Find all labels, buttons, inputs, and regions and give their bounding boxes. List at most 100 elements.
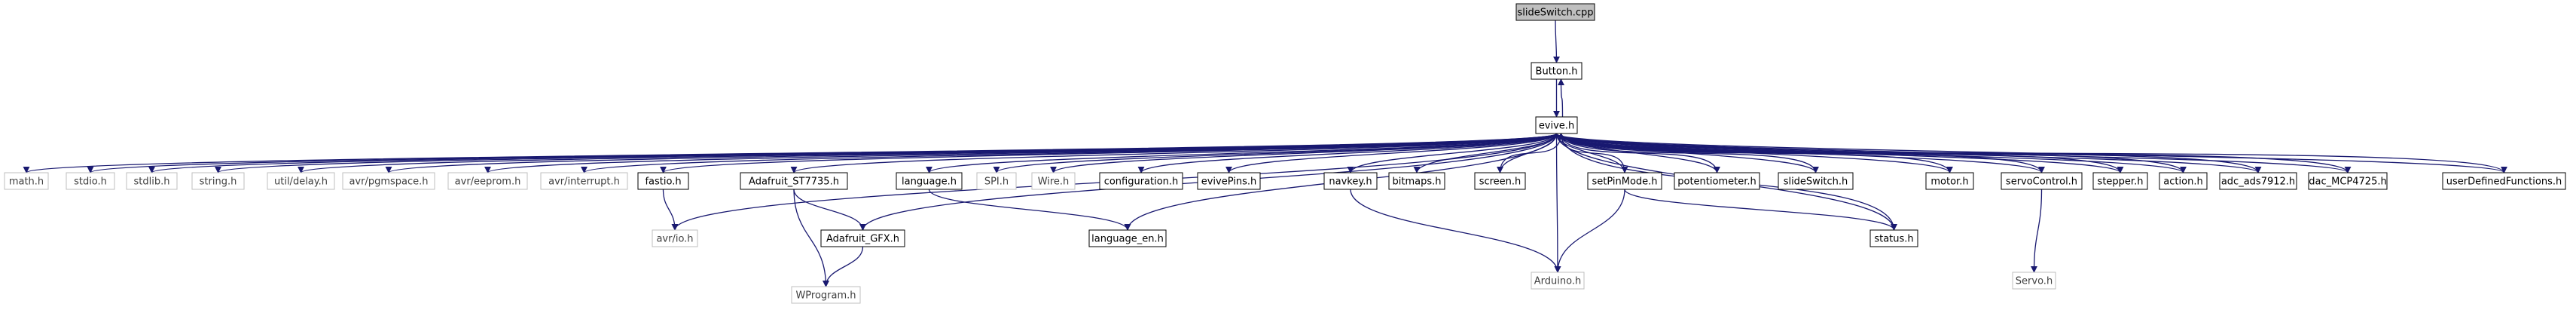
node-math-h: math.h (4, 172, 49, 190)
node-label: string.h (200, 176, 237, 188)
node-label: stdio.h (74, 176, 107, 188)
node-navkey-h[interactable]: navkey.h (1323, 172, 1378, 190)
node-status-h[interactable]: status.h (1869, 229, 1918, 247)
edge-potentiometer_h-to-eviive_h (1558, 133, 1718, 173)
node-box (126, 172, 178, 190)
node-label: Adafruit_ST7735.h (749, 176, 839, 188)
edge-eviive_h-to-Button_h (1558, 78, 1565, 118)
node-box (342, 172, 435, 190)
edge-eviive_h-to-fastio_h (660, 133, 1558, 173)
node-box (1088, 229, 1167, 247)
node-label: fastio.h (645, 176, 681, 188)
node-action-h[interactable]: action.h (2159, 172, 2208, 190)
node-label: action.h (2163, 176, 2202, 188)
node-label: util/delay.h (274, 176, 328, 188)
node-box (191, 172, 245, 190)
node-label: navkey.h (1329, 176, 1372, 188)
node-box (447, 172, 528, 190)
node-box (1778, 172, 1854, 190)
node-Adafruit-GFX-h[interactable]: Adafruit_GFX.h (820, 229, 905, 247)
node-box (2001, 172, 2083, 190)
node-dac-MCP4725-h[interactable]: dac_MCP4725.h (2308, 172, 2388, 190)
node-box (2092, 172, 2148, 190)
node-Wire-h: Wire.h (1031, 172, 1076, 190)
node-label: Servo.h (2016, 276, 2053, 287)
edge-eviive_h-to-avr_pgmspace_h (385, 133, 1558, 173)
node-label: adc_ads7912.h (2221, 176, 2295, 188)
node-box (1197, 172, 1261, 190)
node-label: Adafruit_GFX.h (826, 234, 899, 245)
node-box (1474, 172, 1526, 190)
edge-servoControl_h-to-Servo_h (2031, 189, 2043, 273)
edge-userDefinedFunctions_h-to-eviive_h (1558, 133, 2505, 173)
edge-eviive_h-to-Adafruit_ST7735_h (790, 133, 1558, 173)
node-configuration-h[interactable]: configuration.h (1099, 172, 1183, 190)
node-label: evivePins.h (1201, 176, 1257, 188)
node-box (896, 172, 963, 190)
node-label: motor.h (1930, 176, 1968, 188)
node-box (2219, 172, 2297, 190)
node-fastio-h[interactable]: fastio.h (637, 172, 689, 190)
node-stdio-h: stdio.h (66, 172, 115, 190)
node-box (652, 229, 698, 247)
node-label: configuration.h (1104, 176, 1179, 188)
node-adc-ads7912-h[interactable]: adc_ads7912.h (2219, 172, 2297, 190)
node-box (740, 172, 848, 190)
node-box (2308, 172, 2388, 190)
node-box (976, 172, 1017, 190)
node-slideSwitch-h[interactable]: slideSwitch.h (1778, 172, 1854, 190)
node-potentiometer-h[interactable]: potentiometer.h (1674, 172, 1760, 190)
edge-slideSwitch_cpp-to-Button_h (1552, 20, 1560, 63)
node-box (66, 172, 115, 190)
node-label: potentiometer.h (1677, 176, 1756, 188)
node-servoControl-h[interactable]: servoControl.h (2001, 172, 2083, 190)
node-box (1674, 172, 1760, 190)
node-label: stepper.h (2098, 176, 2144, 188)
node-box (637, 172, 689, 190)
node-box (1531, 272, 1585, 290)
node-avr-interrupt-h: avr/interrupt.h (540, 172, 628, 190)
node-label: avr/interrupt.h (548, 176, 620, 188)
node-slideSwitch-cpp[interactable]: slideSwitch.cpp (1515, 3, 1595, 21)
node-Button-h[interactable]: Button.h (1531, 62, 1583, 80)
node-stdlib-h: stdlib.h (126, 172, 178, 190)
node-box (540, 172, 628, 190)
node-label: stdlib.h (134, 176, 170, 188)
node-label: userDefinedFunctions.h (2446, 176, 2562, 188)
node-box (1031, 172, 1076, 190)
node-label: math.h (9, 176, 44, 188)
node-box (1531, 62, 1583, 80)
node-util-delay-h: util/delay.h (267, 172, 335, 190)
node-userDefinedFunctions-h[interactable]: userDefinedFunctions.h (2442, 172, 2566, 190)
node-language-en-h[interactable]: language_en.h (1088, 229, 1167, 247)
node-Arduino-h: Arduino.h (1531, 272, 1585, 290)
node-box (1587, 172, 1662, 190)
node-label: slideSwitch.h (1784, 176, 1848, 188)
node-label: SPI.h (984, 176, 1009, 188)
node-avr-io-h: avr/io.h (652, 229, 698, 247)
node-avr-pgmspace-h: avr/pgmspace.h (342, 172, 435, 190)
node-label: WProgram.h (795, 290, 856, 302)
edge-fastio_h-to-avr_io_h (662, 189, 679, 231)
node-eviive-h[interactable]: evive.h (1535, 116, 1578, 134)
edge-eviive_h-to-bitmaps_h (1413, 133, 1558, 173)
node-box (1535, 116, 1578, 134)
node-bitmaps-h[interactable]: bitmaps.h (1388, 172, 1445, 190)
node-label: dac_MCP4725.h (2309, 176, 2386, 188)
node-language-h[interactable]: language.h (896, 172, 963, 190)
node-screen-h[interactable]: screen.h (1474, 172, 1526, 190)
edge-Adafruit_ST7735_h-to-WProgram_h (793, 189, 829, 287)
node-evivePins-h[interactable]: evivePins.h (1197, 172, 1261, 190)
node-box (2012, 272, 2056, 290)
node-stepper-h[interactable]: stepper.h (2092, 172, 2148, 190)
node-label: Button.h (1536, 66, 1578, 78)
node-Adafruit-ST7735-h[interactable]: Adafruit_ST7735.h (740, 172, 848, 190)
edge-language_h-to-language_en_h (928, 189, 1131, 231)
node-label: language.h (902, 176, 957, 188)
node-box (1869, 229, 1918, 247)
node-setPinMode-h[interactable]: setPinMode.h (1587, 172, 1662, 190)
node-motor-h[interactable]: motor.h (1925, 172, 1974, 190)
node-box (2159, 172, 2208, 190)
